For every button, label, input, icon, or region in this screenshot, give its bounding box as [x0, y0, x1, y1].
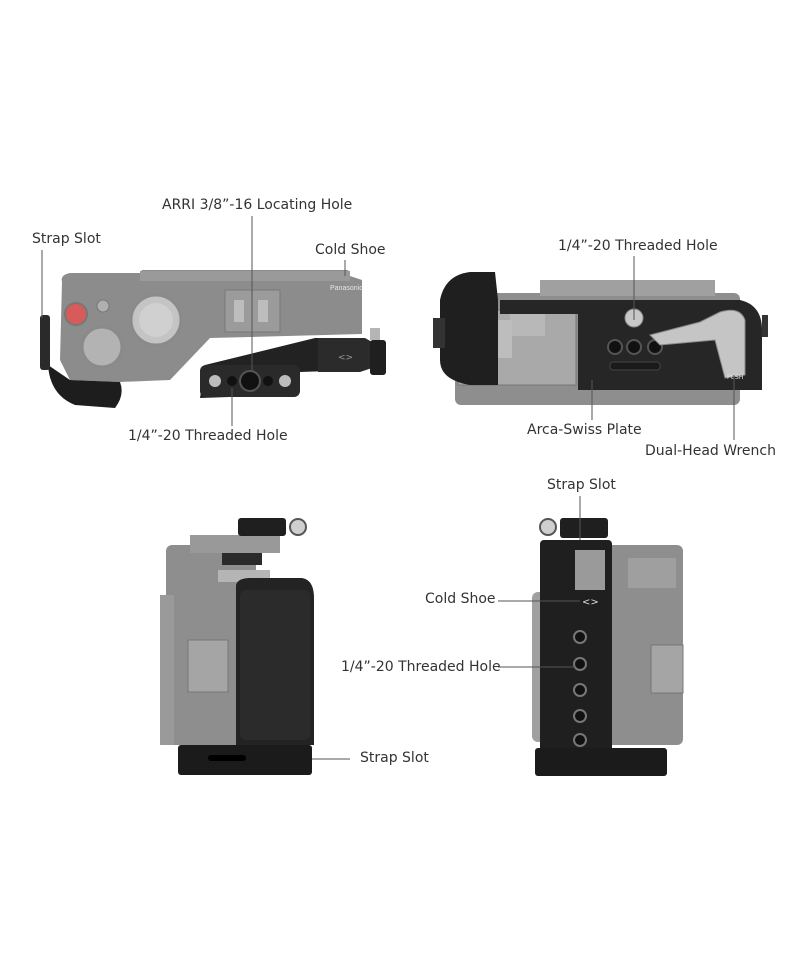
control-wheel	[80, 325, 124, 369]
camera-brand-text: Panasonic	[330, 285, 363, 292]
label-strap-slot-side-left: Strap Slot	[360, 750, 429, 766]
strap-slot-right-top	[370, 340, 386, 375]
fn-button	[96, 299, 110, 313]
strap-slot-top-part	[40, 315, 50, 370]
l-plate-vertical	[540, 540, 612, 775]
svg-text:<>: <>	[338, 353, 353, 363]
cage-grip-bottom	[440, 272, 498, 385]
label-cold-shoe-side: Cold Shoe	[425, 591, 496, 607]
l-plate-base	[535, 748, 667, 776]
label-strap-slot-side-right: Strap Slot	[547, 477, 616, 493]
label-threaded-hole-top-left: 1/4”-20 Threaded Hole	[128, 428, 288, 444]
label-cold-shoe-top: Cold Shoe	[315, 242, 386, 258]
camera-top-plate	[140, 271, 350, 281]
svg-text:<>: <>	[582, 597, 599, 608]
record-button	[64, 302, 88, 326]
cage-grip-top	[48, 365, 122, 408]
label-threaded-hole-top-right: 1/4”-20 Threaded Hole	[558, 238, 718, 254]
camera-top-body	[60, 270, 362, 382]
label-threaded-hole-side: 1/4”-20 Threaded Hole	[341, 659, 501, 675]
label-arca-swiss: Arca-Swiss Plate	[527, 422, 642, 438]
cage-cold-shoe-top	[318, 338, 372, 372]
dual-head-wrench	[649, 309, 746, 379]
label-dual-head-wrench: Dual-Head Wrench	[645, 443, 776, 459]
push-text: PUSH	[727, 374, 743, 381]
label-strap-slot-top: Strap Slot	[32, 231, 101, 247]
label-arri-hole: ARRI 3/8”-16 Locating Hole	[162, 197, 353, 213]
